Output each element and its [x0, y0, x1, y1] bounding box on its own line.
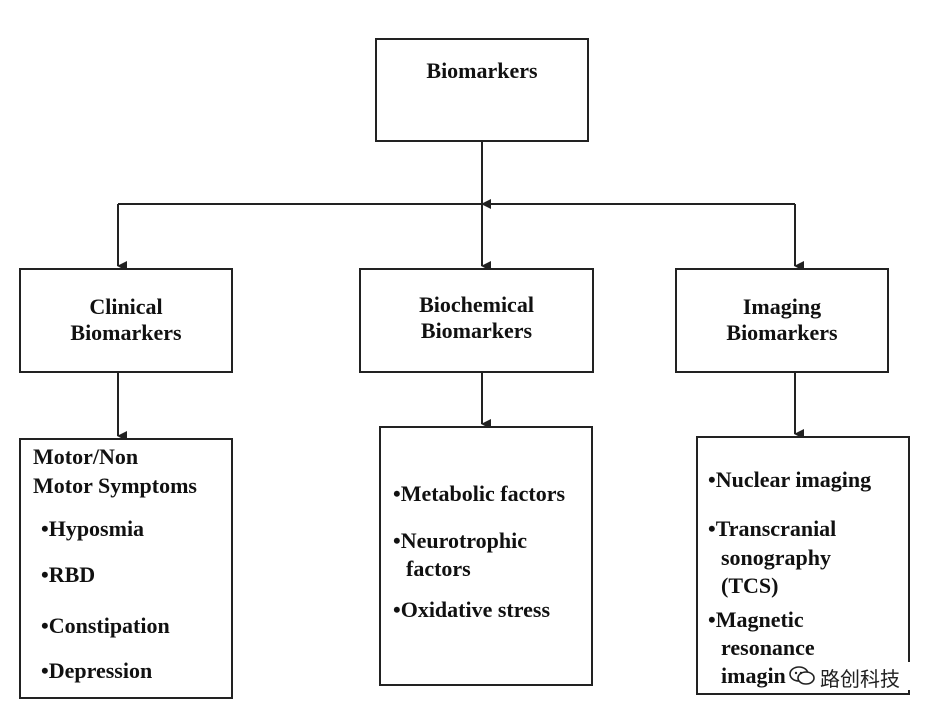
- biochemical-item-metabolic: •Metabolic factors: [393, 481, 566, 506]
- watermark-text: 路创科技: [820, 667, 900, 691]
- clinical-line2: Biomarkers: [70, 320, 182, 345]
- biochemical-line2: Biomarkers: [420, 318, 533, 343]
- biochemical-biomarkers-label: Biochemical Biomarkers: [361, 292, 592, 344]
- biochemical-biomarkers-box: Biochemical Biomarkers: [359, 268, 594, 373]
- imaging-item-imaging: imagin: [721, 663, 786, 688]
- imaging-item-magnetic: •Magnetic: [708, 607, 804, 632]
- clinical-item-constipation: •Constipation: [41, 613, 170, 638]
- imaging-detail-box: •Nuclear imaging •Transcranial sonograph…: [696, 436, 910, 695]
- watermark: 路创科技: [786, 662, 914, 691]
- biochemical-detail-box: •Metabolic factors •Neurotrophic factors…: [379, 426, 593, 686]
- clinical-detail-heading-line2: Motor Symptoms: [33, 473, 197, 498]
- imaging-item-nuclear: •Nuclear imaging: [708, 467, 872, 492]
- clinical-detail-heading-line1: Motor/Non: [33, 444, 139, 469]
- imaging-item-tcs: (TCS): [721, 573, 779, 598]
- biomarkers-root-box: Biomarkers: [375, 38, 589, 142]
- clinical-biomarkers-label: Clinical Biomarkers: [21, 294, 231, 346]
- biomarkers-root-label: Biomarkers: [426, 58, 538, 83]
- wechat-icon: [789, 666, 815, 685]
- clinical-line1: Clinical: [89, 294, 163, 319]
- imaging-line1: Imaging: [742, 294, 822, 319]
- clinical-item-depression: •Depression: [41, 658, 153, 683]
- clinical-detail-box: Motor/Non Motor Symptoms •Hyposmia •RBD …: [19, 438, 233, 699]
- biochemical-line1: Biochemical: [419, 292, 534, 317]
- biochemical-item-neurotrophic: •Neurotrophic: [393, 528, 527, 553]
- clinical-item-rbd: •RBD: [41, 562, 96, 587]
- clinical-item-hyposmia: •Hyposmia: [41, 516, 145, 541]
- imaging-biomarkers-box: Imaging Biomarkers: [675, 268, 889, 373]
- imaging-biomarkers-label: Imaging Biomarkers: [677, 294, 887, 346]
- imaging-item-transcranial: •Transcranial: [708, 516, 837, 541]
- imaging-line2: Biomarkers: [726, 320, 838, 345]
- biochemical-item-oxidative: •Oxidative stress: [393, 597, 551, 622]
- imaging-item-resonance: resonance: [721, 635, 815, 660]
- biochemical-item-neurotrophic-cont: factors: [406, 556, 471, 581]
- imaging-item-sonography: sonography: [721, 545, 832, 570]
- clinical-biomarkers-box: Clinical Biomarkers: [19, 268, 233, 373]
